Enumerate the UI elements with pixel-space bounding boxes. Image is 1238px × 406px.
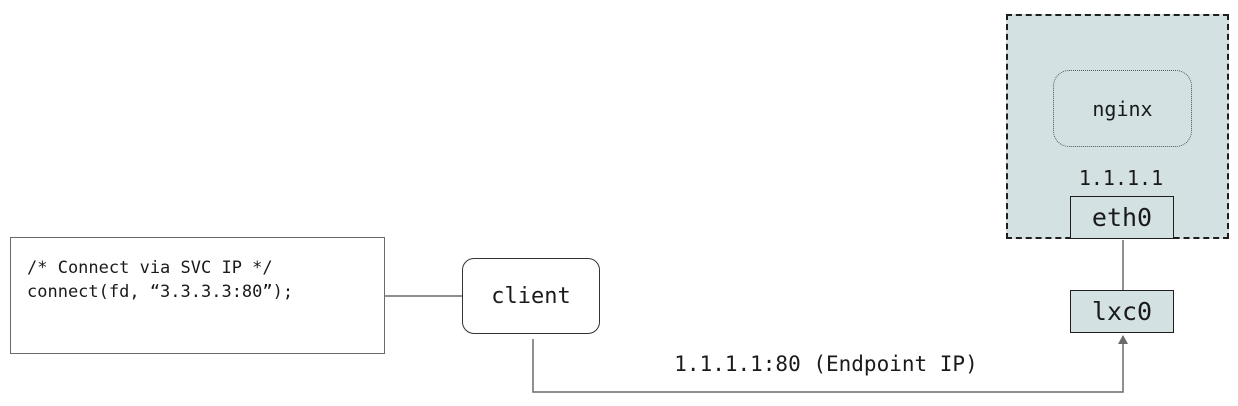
container-ip-label: 1.1.1.1 [1078, 166, 1164, 190]
endpoint-route-label: 1.1.1.1:80 (Endpoint IP) [674, 352, 978, 376]
nginx-node: nginx [1053, 70, 1192, 147]
lxc0-label: lxc0 [1091, 297, 1153, 326]
code-line-connect: connect(fd, “3.3.3.3:80”); [27, 282, 294, 302]
nginx-label: nginx [1092, 96, 1153, 121]
code-snippet-box: /* Connect via SVC IP */ connect(fd, “3.3… [10, 237, 385, 354]
eth0-interface: eth0 [1070, 196, 1174, 239]
client-node: client [462, 258, 600, 334]
client-to-lxc0-arrow [532, 335, 1128, 393]
lxc0-interface: lxc0 [1070, 290, 1174, 333]
eth0-label: eth0 [1091, 203, 1153, 232]
client-label: client [491, 283, 571, 309]
code-line-comment: /* Connect via SVC IP */ [27, 258, 273, 278]
